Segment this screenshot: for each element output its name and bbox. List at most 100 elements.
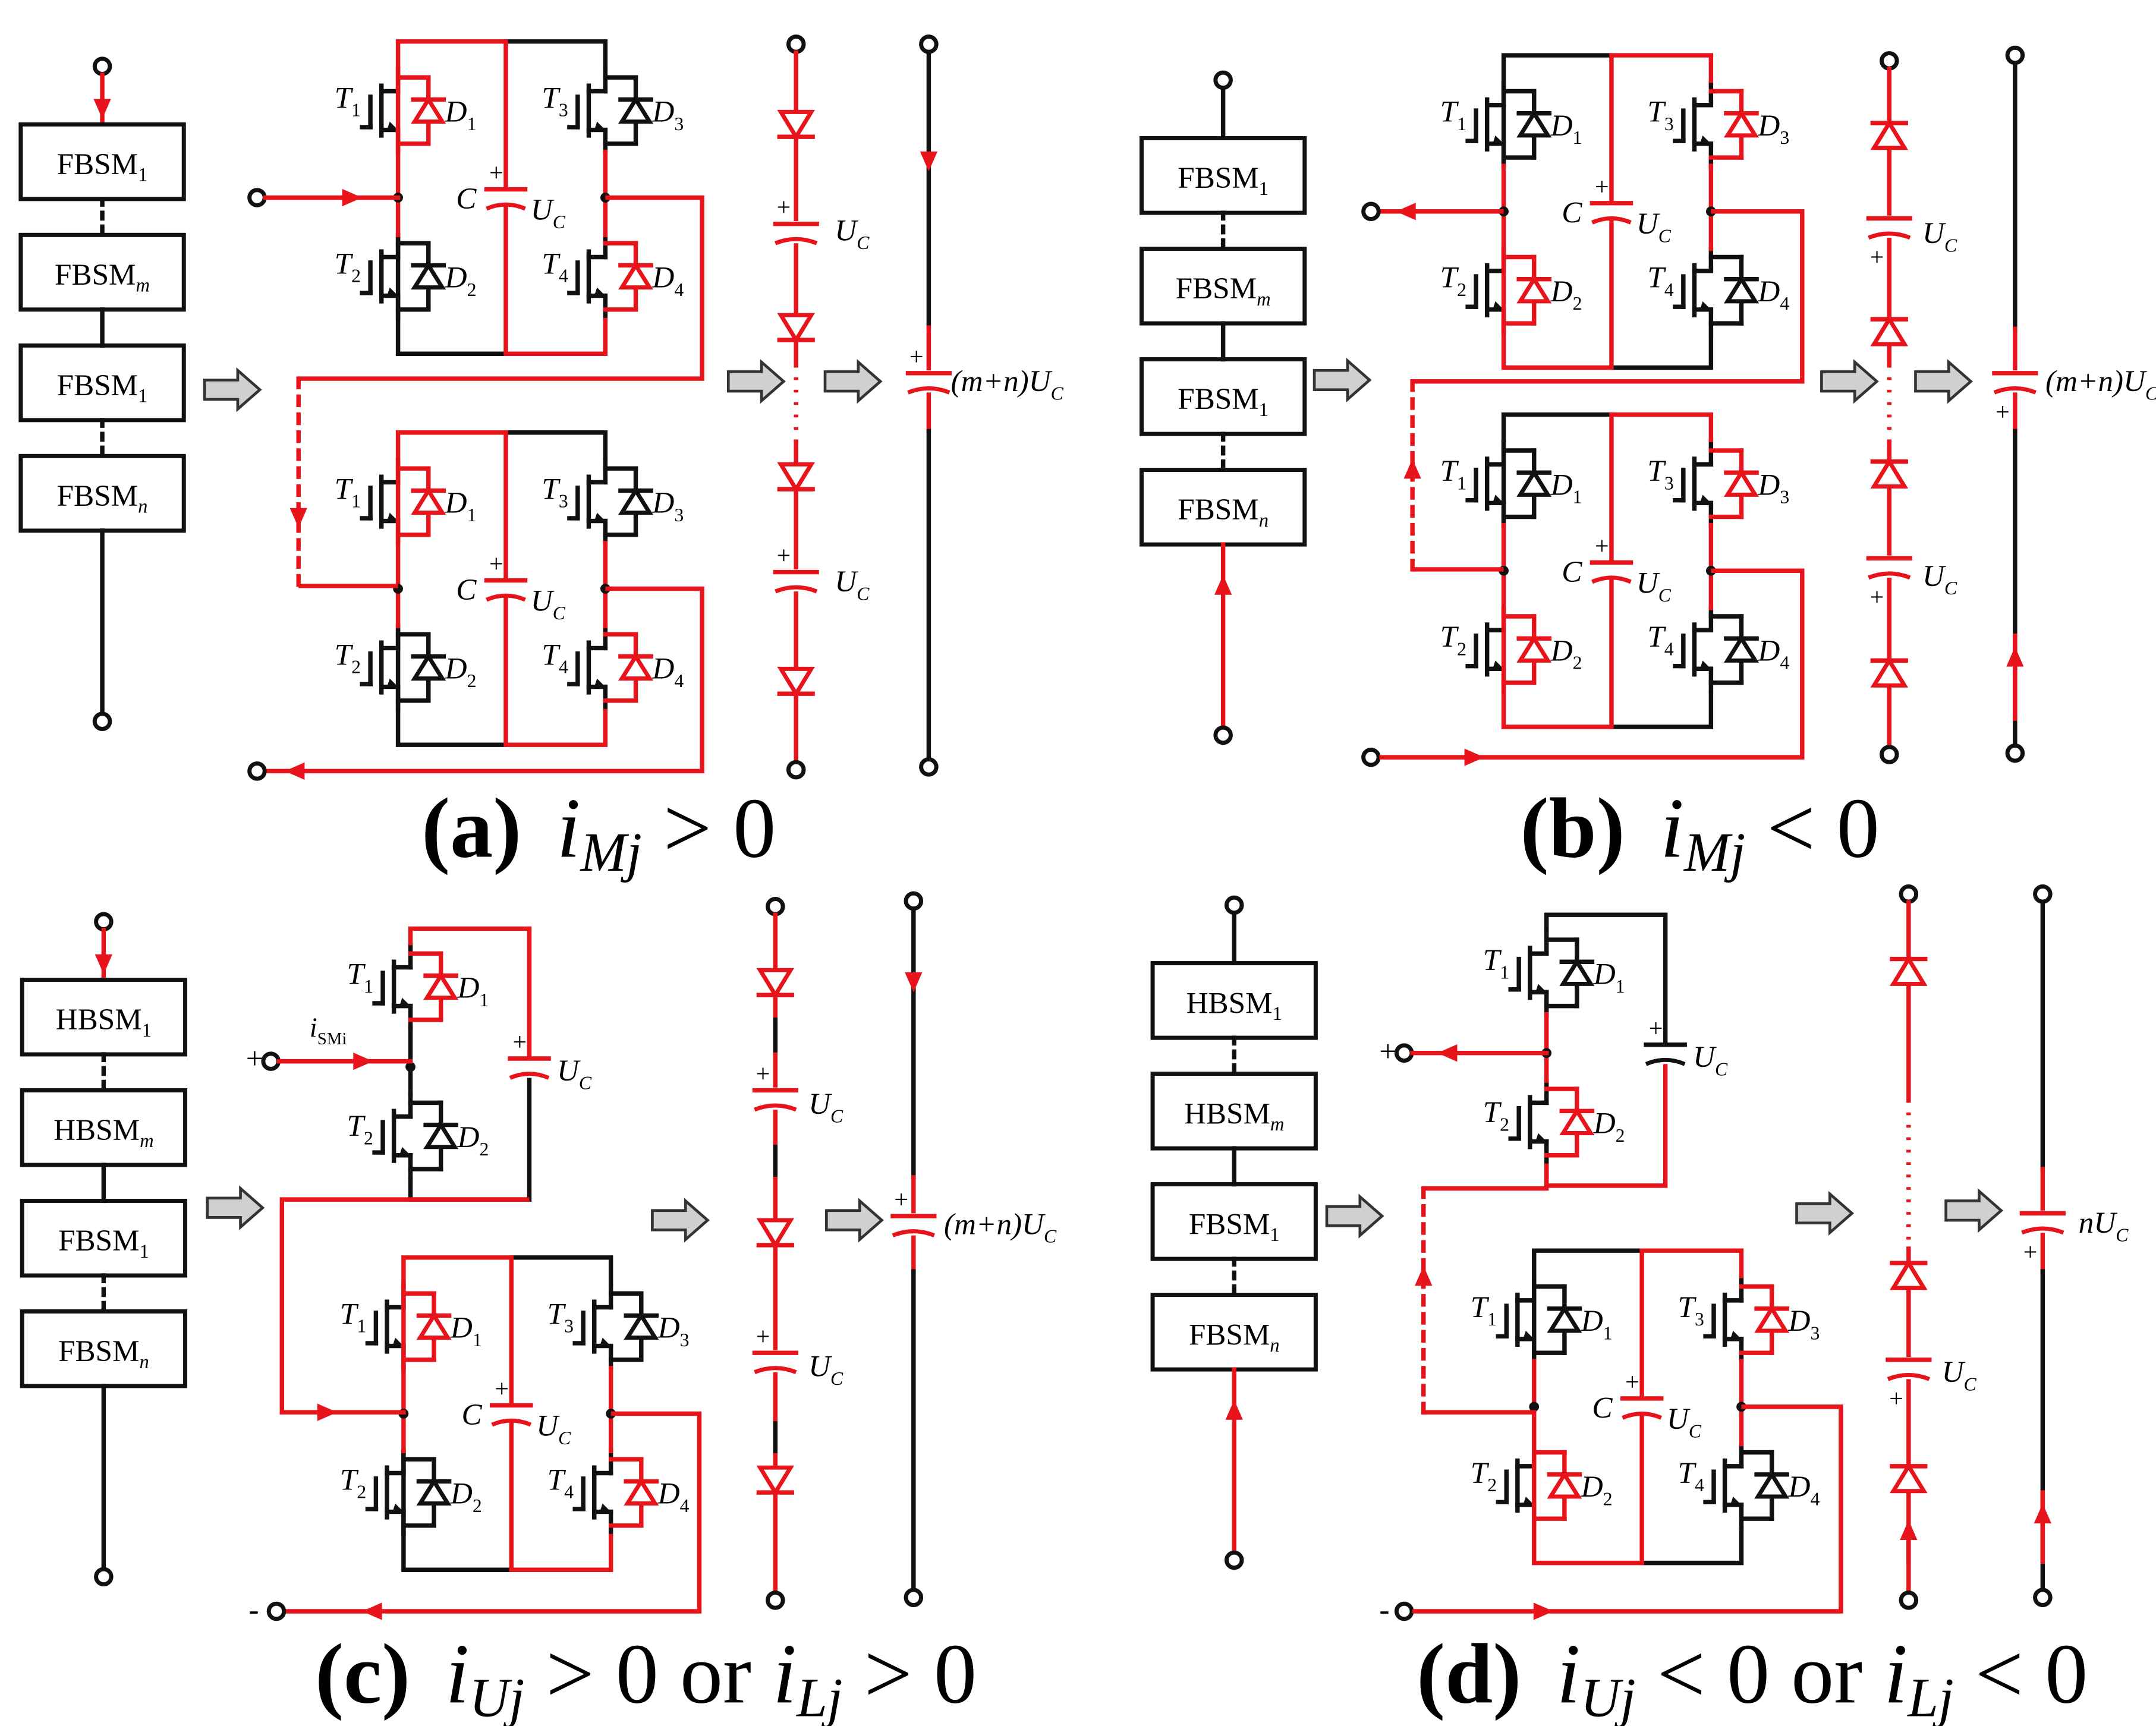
cap-voltage: UC — [531, 193, 566, 232]
label-sub: 3 — [559, 100, 568, 121]
stage-arrow — [203, 367, 262, 412]
terminal-plus: + — [246, 1041, 263, 1075]
emitter-arrow — [1699, 301, 1711, 310]
cap-voltage: UC — [1693, 1040, 1728, 1079]
label-base: U — [531, 584, 555, 618]
total-voltage: nUC — [2079, 1206, 2129, 1245]
submodule-sub: n — [138, 496, 147, 518]
emitter-arrow — [392, 1337, 404, 1346]
terminal — [261, 1051, 281, 1071]
current-arrow — [289, 508, 307, 528]
switch-label: T3 — [542, 472, 568, 511]
emitter-arrow — [594, 512, 606, 521]
label-sub: 1 — [480, 990, 489, 1010]
diode-label: D4 — [1757, 275, 1789, 314]
label-base: D — [651, 652, 674, 686]
cap-polarity: + — [513, 1029, 527, 1056]
cap-plate — [1993, 386, 2037, 395]
cap-polarity: + — [1870, 584, 1884, 611]
cap-polarity: + — [777, 194, 791, 222]
equiv-cap-voltage: UC — [835, 565, 870, 604]
label-base: T — [335, 81, 354, 115]
label-sub: 2 — [1573, 293, 1582, 314]
stage-arrow — [1820, 359, 1879, 404]
emitter-arrow — [387, 121, 398, 130]
submodule-current: iSMi — [310, 1013, 347, 1048]
label-base: (m+n)U — [2045, 364, 2147, 398]
emitter-arrow — [594, 287, 606, 296]
switch-label: T1 — [1483, 943, 1509, 982]
diode — [1547, 1305, 1582, 1333]
diode — [756, 1465, 795, 1497]
label-sub: 4 — [680, 1495, 690, 1516]
diode — [1723, 468, 1760, 497]
wire — [1379, 568, 1805, 760]
total-voltage: (m+n)UC — [951, 364, 1064, 404]
junction-dot — [1529, 1401, 1540, 1412]
stage-arrow — [1325, 1193, 1384, 1239]
label-base: U — [1693, 1040, 1717, 1074]
switch-label: T1 — [1440, 95, 1466, 134]
label-base: D — [1550, 634, 1573, 667]
cap-plate — [491, 1418, 532, 1427]
cap-polarity: + — [909, 344, 924, 371]
diode-label: D2 — [450, 1477, 482, 1516]
wire — [505, 430, 608, 461]
diode — [1559, 1107, 1595, 1136]
label-sub: C — [1658, 585, 1672, 606]
label-base: D — [1788, 1470, 1811, 1504]
label-sub: 3 — [559, 491, 568, 512]
cap-plate — [486, 202, 526, 211]
current-arrow — [353, 1052, 373, 1070]
wire — [298, 195, 704, 381]
submodule-box — [1139, 136, 1307, 215]
diode — [777, 462, 815, 493]
diode-label: D1 — [1593, 957, 1625, 996]
wire — [401, 1533, 512, 1572]
current-arrow — [920, 151, 938, 172]
cap-voltage: UC — [1636, 566, 1672, 605]
label-sub: 2 — [1603, 1488, 1613, 1509]
equiv-cap-voltage: UC — [808, 1087, 843, 1126]
wire — [395, 317, 506, 356]
switch-label: T4 — [1647, 261, 1673, 300]
current-arrow — [1900, 1520, 1918, 1541]
diode — [618, 95, 654, 124]
current-arrow — [284, 762, 305, 780]
emitter-arrow — [392, 1503, 404, 1512]
terminal — [904, 1588, 924, 1608]
diode — [756, 968, 795, 999]
emitter-arrow — [1730, 1331, 1742, 1339]
label-sub: 2 — [1616, 1125, 1625, 1146]
terminal — [1394, 1601, 1414, 1621]
cap-voltage: UC — [536, 1409, 571, 1448]
label-sub: 3 — [564, 1316, 574, 1337]
switch-label: T4 — [1647, 620, 1673, 659]
terminal — [2033, 1588, 2053, 1608]
diode — [1870, 315, 1909, 347]
wire — [1501, 412, 1612, 443]
cap-polarity: + — [1870, 244, 1884, 271]
label-sub: 1 — [1500, 962, 1509, 983]
switch-label: T2 — [335, 247, 361, 286]
wire — [511, 1255, 613, 1286]
cap-name: C — [456, 182, 477, 216]
terminal — [247, 188, 267, 207]
terminal-plus: + — [1379, 1035, 1396, 1069]
diode — [618, 261, 654, 290]
label-sub: 2 — [473, 1495, 482, 1516]
wire — [408, 926, 532, 1059]
label-base: U — [1922, 559, 1946, 593]
diode-label: D1 — [445, 486, 477, 525]
label-base: U — [835, 565, 858, 599]
terminal — [1213, 70, 1233, 90]
wire — [1544, 912, 1668, 1045]
terminal — [766, 896, 785, 916]
label-base: T — [1483, 943, 1502, 977]
diode — [1870, 119, 1909, 150]
submodule-box — [20, 977, 188, 1057]
label-base: T — [1678, 1290, 1697, 1324]
cap-polarity: + — [489, 551, 503, 578]
